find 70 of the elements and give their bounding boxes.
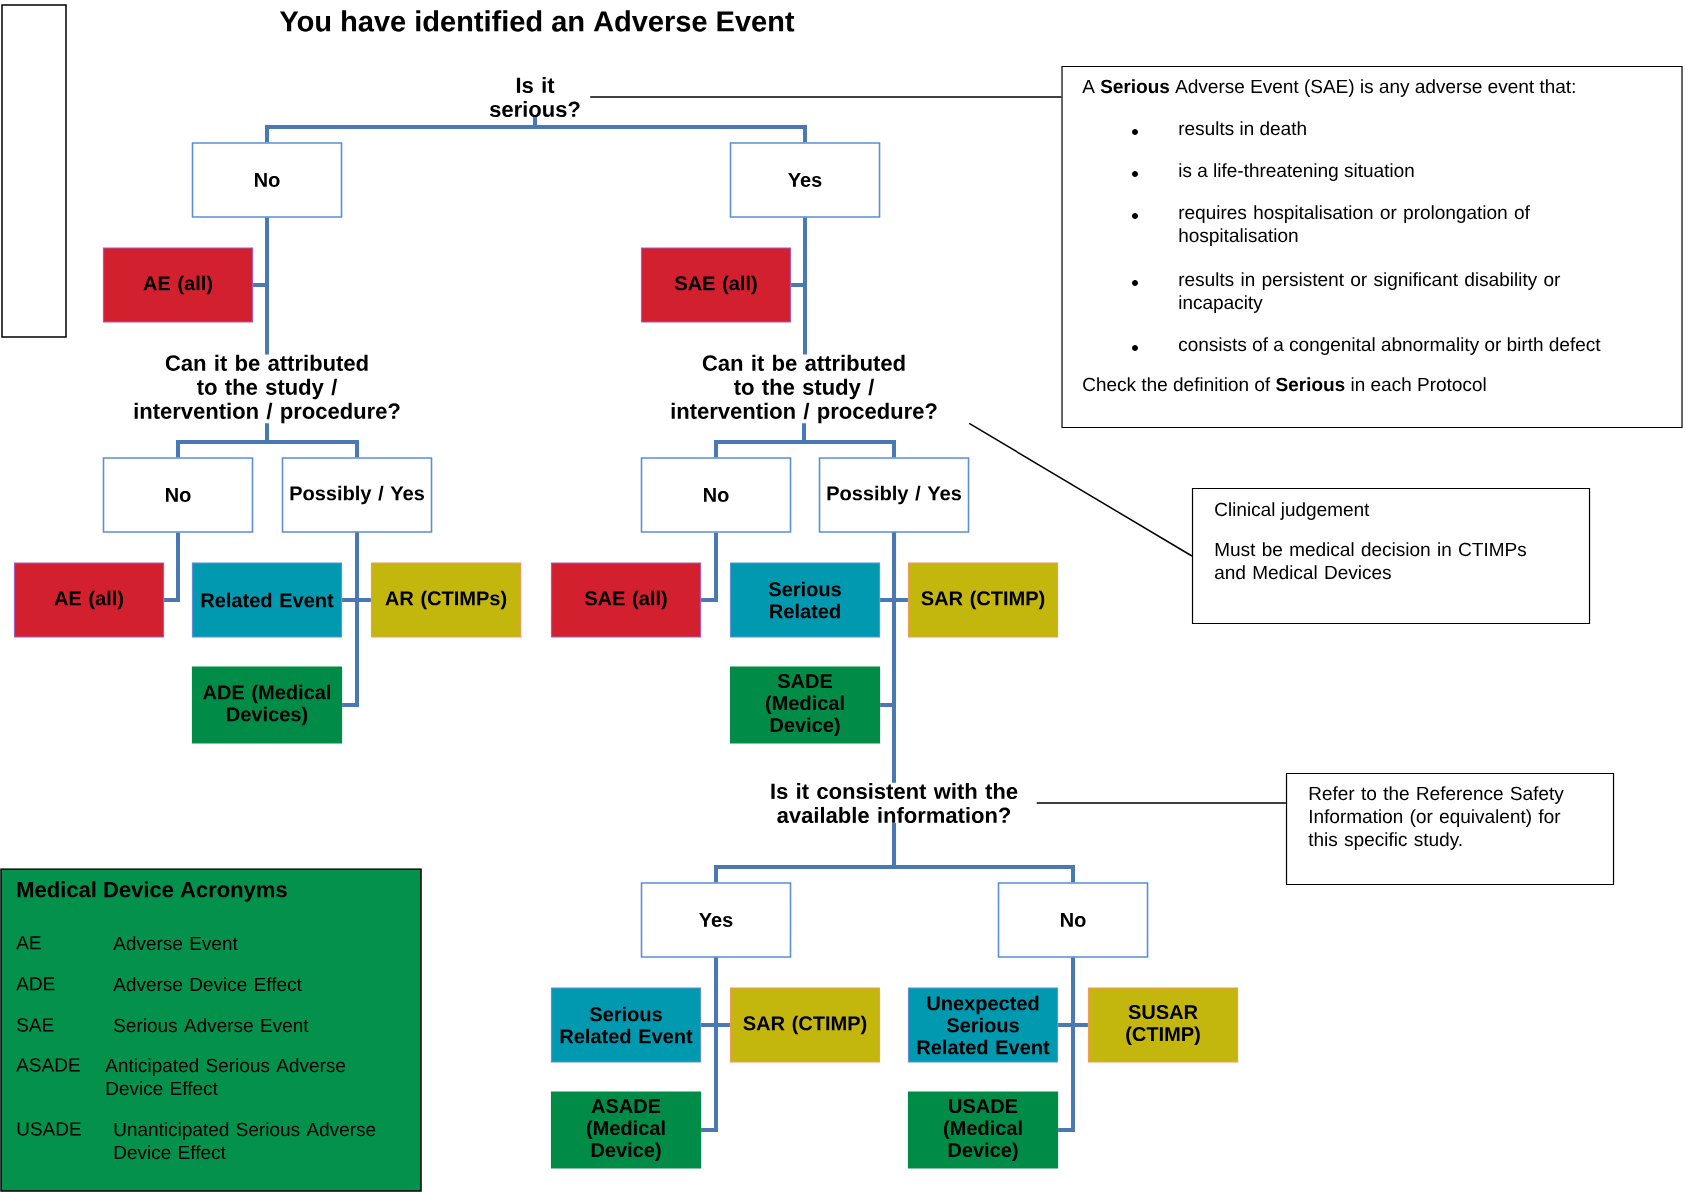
- option-box: No: [997, 882, 1149, 958]
- category-box: AR (CTIMPs): [370, 562, 522, 638]
- acronym: USADE: [17, 1122, 81, 1136]
- category-box: AE (all): [102, 247, 254, 323]
- panel-heading: Medical Device Acronyms: [17, 881, 287, 902]
- acronym: AE: [16, 936, 41, 950]
- option-box: No: [191, 142, 343, 218]
- option-box: Possibly / Yes: [281, 457, 433, 533]
- category-box: SAR (CTIMP): [729, 987, 881, 1063]
- category-box: SAE (all): [640, 247, 792, 323]
- acronym-meaning: Unanticipated Serious Adverse Device Effect: [114, 1122, 376, 1160]
- connector: [533, 117, 807, 143]
- bullet-item: results in persistent or significant disability or incapacity: [1179, 272, 1561, 313]
- acronym-meaning: Adverse Device Effect: [113, 977, 302, 992]
- category-box: SADE (Medical Device): [729, 666, 881, 744]
- option-box: No: [102, 457, 254, 533]
- acronym: SAE: [17, 1018, 54, 1032]
- option-box: No: [640, 457, 792, 533]
- category-box: USADE (Medical Device): [907, 1091, 1059, 1169]
- bullet-item: consists of a congenital abnormality or birth defect: [1179, 337, 1601, 355]
- question-text: Is it serious?: [489, 76, 580, 118]
- category-box: SAE (all): [550, 562, 702, 638]
- connector: [1058, 957, 1075, 1132]
- acronym-panel: [0, 868, 422, 1192]
- question-text: Can it be attributed to the study / intervention / procedure?: [671, 354, 937, 424]
- category-box: SAR (CTIMP): [907, 562, 1059, 638]
- connector: [342, 532, 359, 707]
- bullet-item: results in death: [1179, 121, 1306, 136]
- note-text: A Serious Adverse Event (SAE) is any adverse event that:: [1082, 79, 1575, 97]
- note-text: Must be medical decision in CTIMPs and Medical Devices: [1215, 542, 1526, 580]
- leader-line: [968, 422, 1193, 557]
- leader-line: [1035, 802, 1287, 804]
- acronym-meaning: Anticipated Serious Adverse Device Effect: [105, 1058, 346, 1096]
- note-text: Refer to the Reference Safety Information (or equivalent) for this specific study.: [1308, 786, 1564, 850]
- leader-line: [589, 96, 1063, 98]
- connector: [892, 823, 1075, 883]
- note-heading: Clinical judgement: [1215, 502, 1370, 520]
- connector: [701, 532, 718, 602]
- connector: [892, 532, 896, 783]
- category-box: SUSAR (CTIMP): [1087, 987, 1239, 1063]
- note-box: [1285, 772, 1615, 886]
- connector: [164, 532, 180, 602]
- acronym-meaning: Adverse Event: [113, 936, 238, 951]
- question-text: Is it consistent with the available information?: [771, 782, 1018, 824]
- option-box: Yes: [640, 882, 792, 958]
- bullet-item: requires hospitalisation or prolongation of hospitalisation: [1179, 205, 1530, 246]
- title: You have identified an Adverse Event: [279, 10, 795, 32]
- question-text: Can it be attributed to the study / intervention / procedure?: [134, 354, 400, 424]
- note-box: [1191, 487, 1591, 625]
- category-box: Serious Related: [729, 562, 881, 638]
- category-box: ADE (Medical Devices): [191, 666, 343, 744]
- category-box: ASADE (Medical Device): [550, 1091, 702, 1169]
- acronym: ASADE: [16, 1058, 80, 1072]
- connector: [265, 217, 269, 355]
- empty-box: [1, 4, 67, 338]
- connector: [803, 217, 807, 355]
- bullet-item: is a life-threatening situation: [1179, 163, 1414, 181]
- option-box: Possibly / Yes: [818, 457, 970, 533]
- connector: [802, 423, 896, 458]
- option-box: Yes: [729, 142, 881, 218]
- connector: [265, 423, 359, 458]
- category-box: Unexpected Serious Related Event: [907, 987, 1059, 1063]
- connector: [701, 957, 718, 1132]
- acronym: ADE: [16, 977, 55, 991]
- note-box: [1061, 65, 1683, 429]
- acronym-meaning: Serious Adverse Event: [114, 1018, 309, 1033]
- category-box: Serious Related Event: [550, 987, 702, 1063]
- category-box: Related Event: [191, 562, 343, 638]
- category-box: AE (all): [13, 562, 165, 638]
- note-text: Check the definition of Serious in each Protocol: [1083, 377, 1486, 392]
